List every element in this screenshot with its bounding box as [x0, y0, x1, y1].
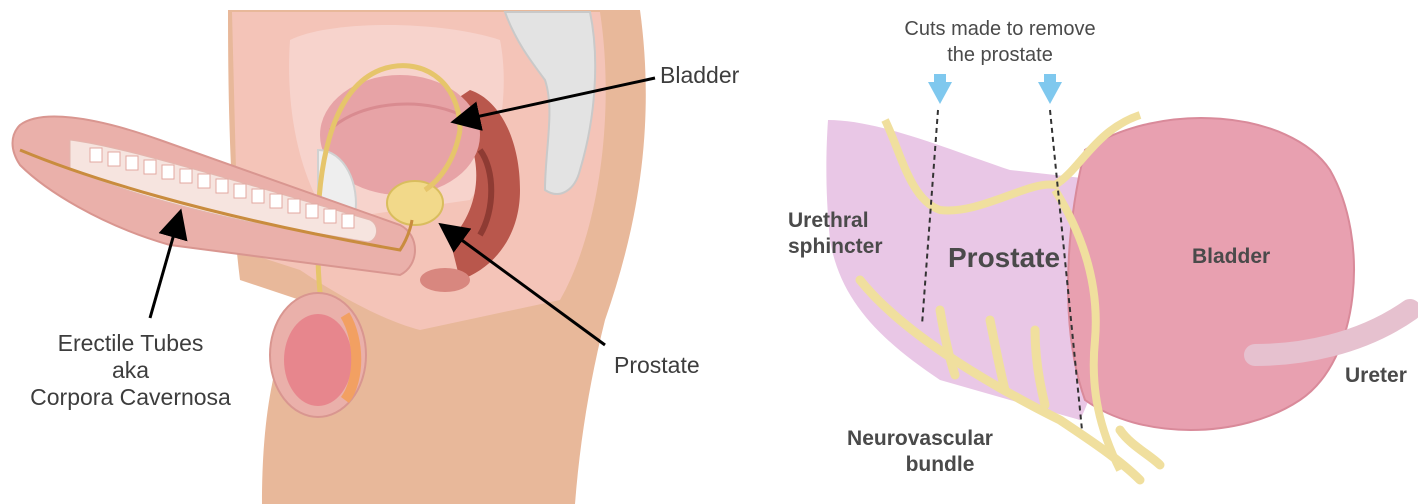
cut-arrow-1: [928, 82, 952, 104]
label-prostate-right: Prostate: [948, 242, 1060, 274]
neuro-line-2: bundle: [820, 452, 1020, 478]
cut-arrow-2: [1038, 82, 1062, 104]
neuro-line-1: Neurovascular: [820, 426, 1020, 452]
urethral-line-2: sphincter: [788, 234, 883, 260]
label-cuts: Cuts made to remove the prostate: [870, 16, 1130, 68]
label-urethral-sphincter: Urethral sphincter: [788, 208, 883, 260]
label-neurovascular-bundle: Neurovascular bundle: [820, 426, 1020, 478]
label-erectile-tubes: Erectile Tubes aka Corpora Cavernosa: [8, 330, 253, 411]
label-bladder-left: Bladder: [660, 62, 739, 89]
cuts-line-2: the prostate: [870, 42, 1130, 68]
erectile-line-3: Corpora Cavernosa: [8, 384, 253, 411]
label-prostate-left: Prostate: [614, 352, 700, 379]
erectile-line-1: Erectile Tubes: [8, 330, 253, 357]
label-ureter: Ureter: [1345, 363, 1407, 389]
urethral-line-1: Urethral: [788, 208, 883, 234]
bladder-shape: [1068, 118, 1354, 430]
cuts-line-1: Cuts made to remove: [870, 16, 1130, 42]
erectile-line-2: aka: [8, 357, 253, 384]
label-bladder-right: Bladder: [1192, 244, 1270, 270]
